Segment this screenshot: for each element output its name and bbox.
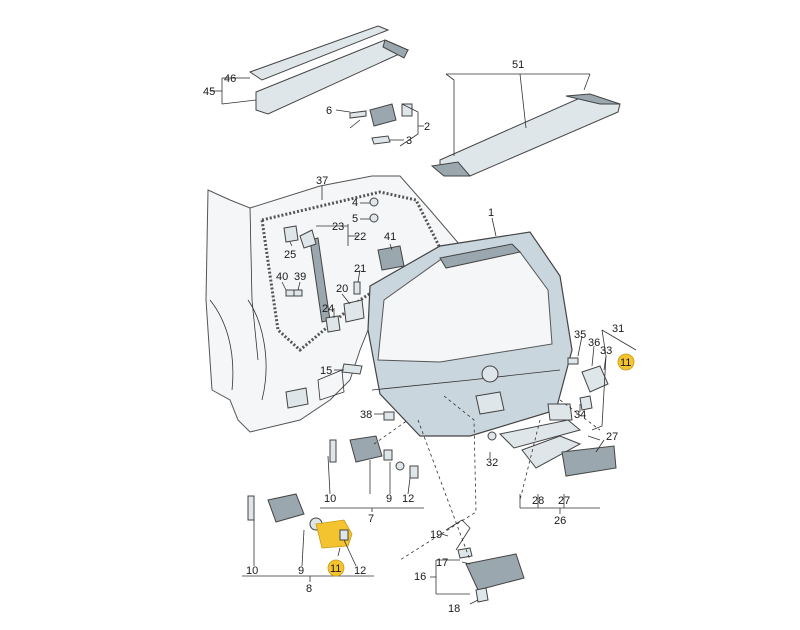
lock-housing-highlighted	[315, 519, 353, 549]
callout-18: 18	[448, 603, 460, 615]
callout-26: 26	[554, 515, 566, 527]
callout-46: 46	[224, 73, 236, 85]
callout-11-marker-right	[617, 353, 635, 371]
callout-10-lower: 10	[246, 565, 258, 577]
callout-11-right: 11	[620, 357, 631, 369]
callout-41: 41	[384, 231, 396, 243]
callout-40: 40	[276, 271, 288, 283]
lock-cylinder-upper	[329, 435, 419, 479]
tailgate-latch-right	[547, 357, 609, 421]
callout-19: 19	[430, 529, 442, 541]
callout-22: 22	[354, 231, 366, 243]
callout-28: 28	[532, 495, 544, 507]
callout-31: 31	[612, 323, 624, 335]
callout-12-lower: 12	[354, 565, 366, 577]
callout-39: 39	[294, 271, 306, 283]
callout-36: 36	[588, 337, 600, 349]
callout-27-upper: 27	[606, 431, 618, 443]
tailgate	[367, 231, 573, 437]
callout-4: 4	[352, 197, 358, 209]
callout-3: 3	[406, 135, 412, 147]
tailgate-handle	[487, 419, 617, 477]
callout-8: 8	[306, 583, 312, 595]
callout-33: 33	[600, 345, 612, 357]
callout-9-upper: 9	[386, 493, 392, 505]
callout-51: 51	[512, 59, 524, 71]
callout-20: 20	[336, 283, 348, 295]
callout-10-upper: 10	[324, 493, 336, 505]
callout-21: 21	[354, 263, 366, 275]
callout-1: 1	[488, 207, 494, 219]
callout-9-lower: 9	[298, 565, 304, 577]
callout-16: 16	[414, 571, 426, 583]
callout-11-marker-lower	[327, 559, 345, 577]
callout-labels: 46 45 51 6 2 3 37 4 5 23 22 25 41 40 39 …	[203, 59, 635, 615]
callout-12-upper: 12	[402, 493, 414, 505]
callout-15: 15	[320, 365, 332, 377]
callout-24: 24	[322, 303, 334, 315]
lock-cylinder-lower	[247, 493, 353, 549]
small-fasteners	[285, 197, 405, 421]
callout-11-lower: 11	[330, 563, 341, 575]
callout-7: 7	[368, 513, 374, 525]
callout-34: 34	[574, 409, 586, 421]
callout-2: 2	[424, 121, 430, 133]
spoiler-bracket	[349, 103, 413, 145]
callout-45: 45	[203, 86, 215, 98]
callout-38: 38	[360, 409, 372, 421]
rear-spoiler-upper	[248, 25, 410, 115]
callout-37: 37	[316, 175, 328, 187]
callout-32: 32	[486, 457, 498, 469]
callout-23: 23	[332, 221, 344, 233]
callout-5: 5	[352, 213, 358, 225]
callout-6: 6	[326, 105, 332, 117]
callout-35: 35	[574, 329, 586, 341]
rear-spoiler-right	[430, 93, 621, 177]
gas-struts	[283, 225, 341, 333]
callout-25: 25	[284, 249, 296, 261]
leader-lines	[210, 73, 637, 605]
callout-27-lower: 27	[558, 495, 570, 507]
callout-17: 17	[436, 557, 448, 569]
tailgate-lock-latch	[445, 519, 525, 603]
